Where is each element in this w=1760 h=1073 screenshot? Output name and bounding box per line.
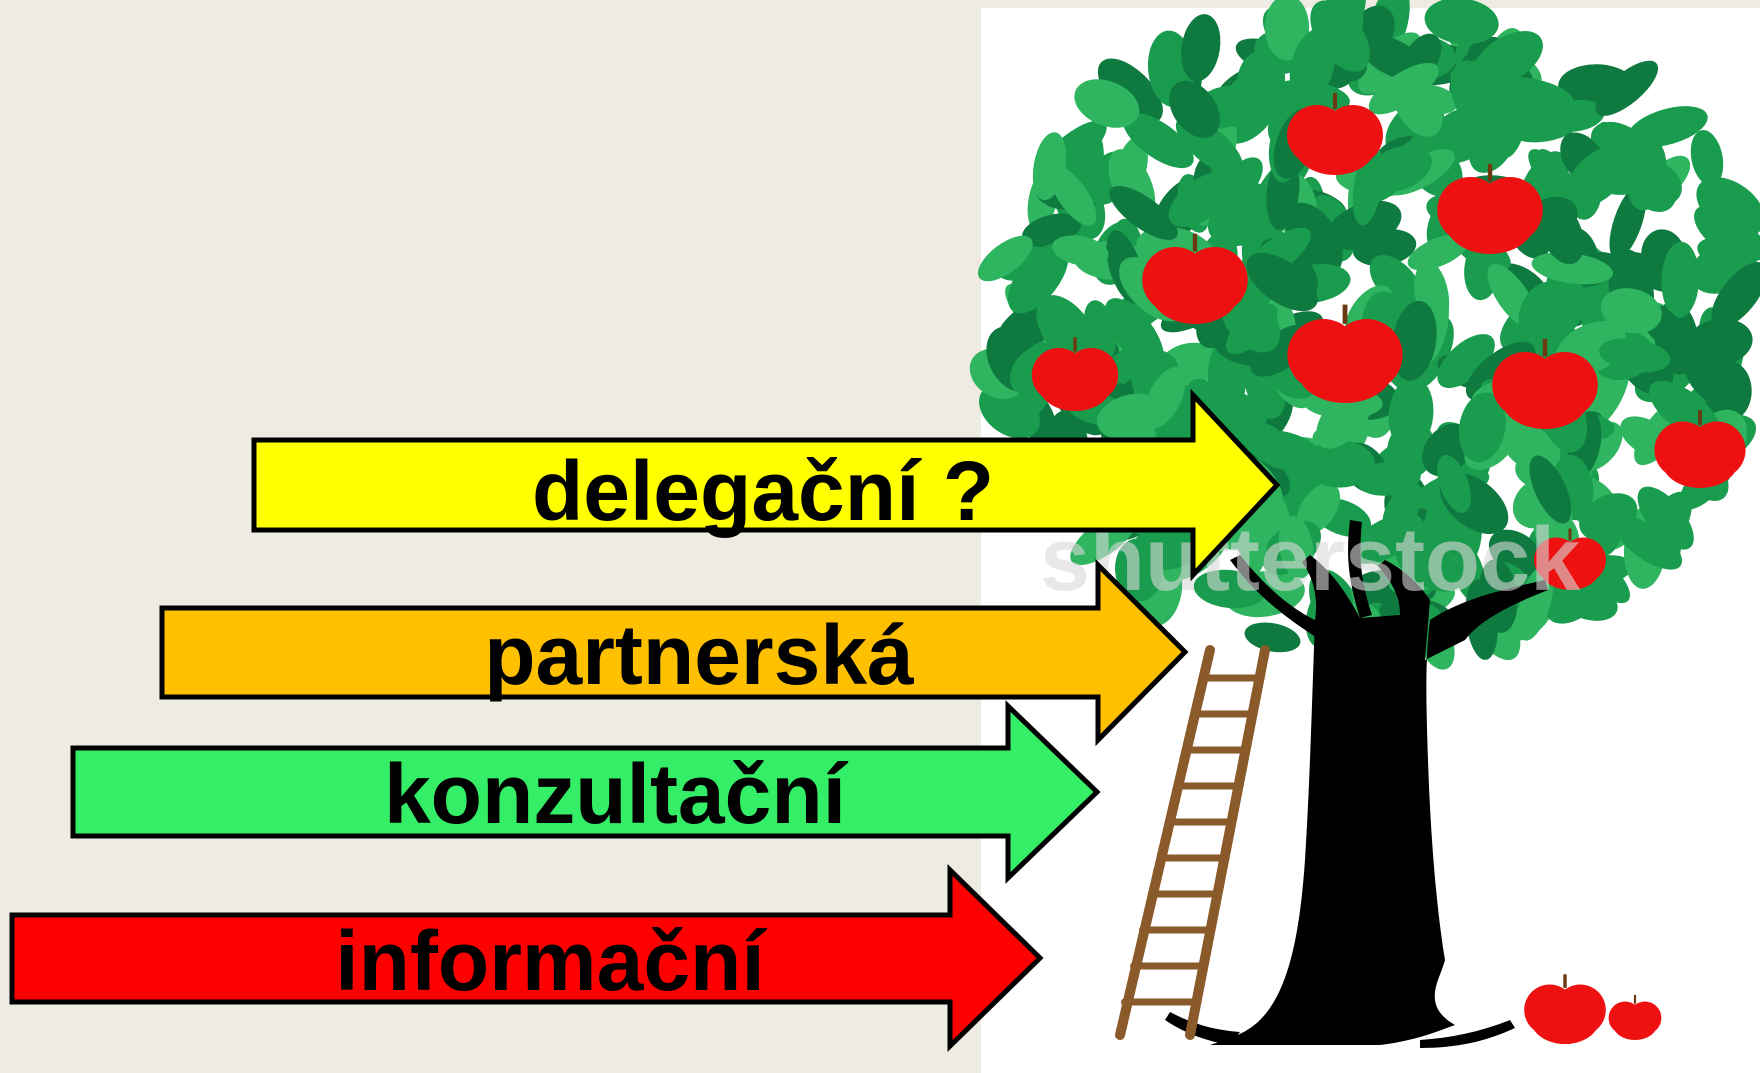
leaf bbox=[1697, 237, 1757, 273]
leaf bbox=[1599, 338, 1671, 373]
arrow-informacni: informační bbox=[9, 864, 1044, 1052]
arrow-partnerska-shape bbox=[159, 558, 1189, 747]
arrow-konzultacni-shape bbox=[70, 700, 1101, 884]
arrow-partnerska-label: partnerská bbox=[484, 608, 914, 702]
tree-branch-mid bbox=[1348, 520, 1372, 618]
leaf bbox=[1661, 241, 1700, 318]
arrows-group: delegační ? partnerská konzultační infor… bbox=[9, 388, 1281, 1052]
leaf bbox=[1052, 235, 1109, 267]
leaf bbox=[1144, 367, 1186, 429]
arrow-informacni-shape bbox=[9, 864, 1044, 1052]
leaf bbox=[1690, 130, 1724, 186]
apple bbox=[1524, 974, 1606, 1044]
leaf bbox=[1437, 334, 1495, 389]
apple bbox=[1608, 994, 1662, 1040]
leaf bbox=[1074, 79, 1140, 128]
leaf bbox=[1369, 138, 1426, 203]
tree-branch-left bbox=[1230, 555, 1325, 640]
leaf bbox=[1565, 145, 1630, 208]
arrow-delegacni: delegační ? bbox=[251, 388, 1281, 582]
leaf bbox=[1458, 392, 1506, 463]
apple bbox=[1534, 528, 1606, 590]
leaf bbox=[1109, 185, 1178, 240]
leaf bbox=[1247, 429, 1324, 473]
leaf bbox=[1274, 79, 1350, 112]
leaf bbox=[1627, 106, 1708, 148]
apple bbox=[1031, 337, 1119, 411]
leaf bbox=[1684, 355, 1731, 405]
apples-group bbox=[1031, 93, 1746, 1044]
apple bbox=[1287, 93, 1383, 175]
leaf bbox=[1168, 170, 1239, 227]
leaf bbox=[1694, 204, 1760, 262]
leaf bbox=[1391, 300, 1437, 381]
arrow-partnerska: partnerská bbox=[159, 558, 1189, 747]
leaf bbox=[1049, 165, 1097, 226]
leaf bbox=[1529, 455, 1572, 524]
leaf bbox=[1226, 303, 1278, 355]
ladder bbox=[1115, 645, 1270, 1040]
arrow-delegacni-shape bbox=[251, 388, 1281, 582]
leaf bbox=[1437, 455, 1471, 513]
leaf bbox=[1649, 380, 1720, 441]
arrow-konzultacni: konzultační bbox=[70, 700, 1101, 884]
leaf bbox=[1496, 73, 1544, 129]
apple bbox=[1142, 233, 1248, 325]
leaf bbox=[1007, 243, 1069, 314]
leaf bbox=[1246, 252, 1318, 312]
arrow-delegacni-label: delegační ? bbox=[532, 444, 994, 538]
leaf bbox=[1388, 377, 1434, 451]
leaf bbox=[1181, 14, 1221, 82]
leaf bbox=[1310, 0, 1370, 72]
leaf bbox=[1579, 493, 1638, 541]
apple bbox=[1437, 163, 1543, 254]
leaf bbox=[1643, 491, 1692, 556]
leaf bbox=[1122, 112, 1194, 169]
leaf bbox=[1382, 482, 1423, 535]
leaf bbox=[1407, 234, 1469, 271]
leaf bbox=[1097, 58, 1163, 124]
leaf bbox=[1237, 50, 1286, 109]
leaf bbox=[1548, 99, 1605, 132]
leaf bbox=[1169, 80, 1221, 138]
apple bbox=[1287, 304, 1403, 403]
leaf bbox=[1531, 252, 1613, 285]
leaf bbox=[1104, 298, 1164, 370]
leaf bbox=[977, 235, 1033, 282]
leaf bbox=[1518, 281, 1568, 343]
arrow-konzultacni-label: konzultační bbox=[384, 747, 849, 841]
leaf bbox=[1711, 262, 1760, 328]
apple bbox=[1654, 410, 1746, 488]
leaf bbox=[1686, 318, 1753, 366]
leaf bbox=[1304, 440, 1376, 488]
leaf bbox=[1424, 0, 1499, 45]
apple bbox=[1492, 338, 1598, 430]
leaf bbox=[1595, 60, 1659, 116]
apple-tree-illustration: shutterstock bbox=[969, 0, 1760, 1048]
leaf bbox=[1244, 622, 1301, 653]
leaf bbox=[1115, 538, 1163, 602]
leaf bbox=[1368, 62, 1439, 115]
tree-trunk bbox=[1210, 555, 1548, 1045]
leaf bbox=[1395, 539, 1464, 592]
leaf bbox=[1214, 390, 1267, 428]
leaf bbox=[1327, 200, 1402, 250]
arrow-informacni-label: informační bbox=[335, 914, 767, 1008]
leaf bbox=[1600, 288, 1662, 334]
